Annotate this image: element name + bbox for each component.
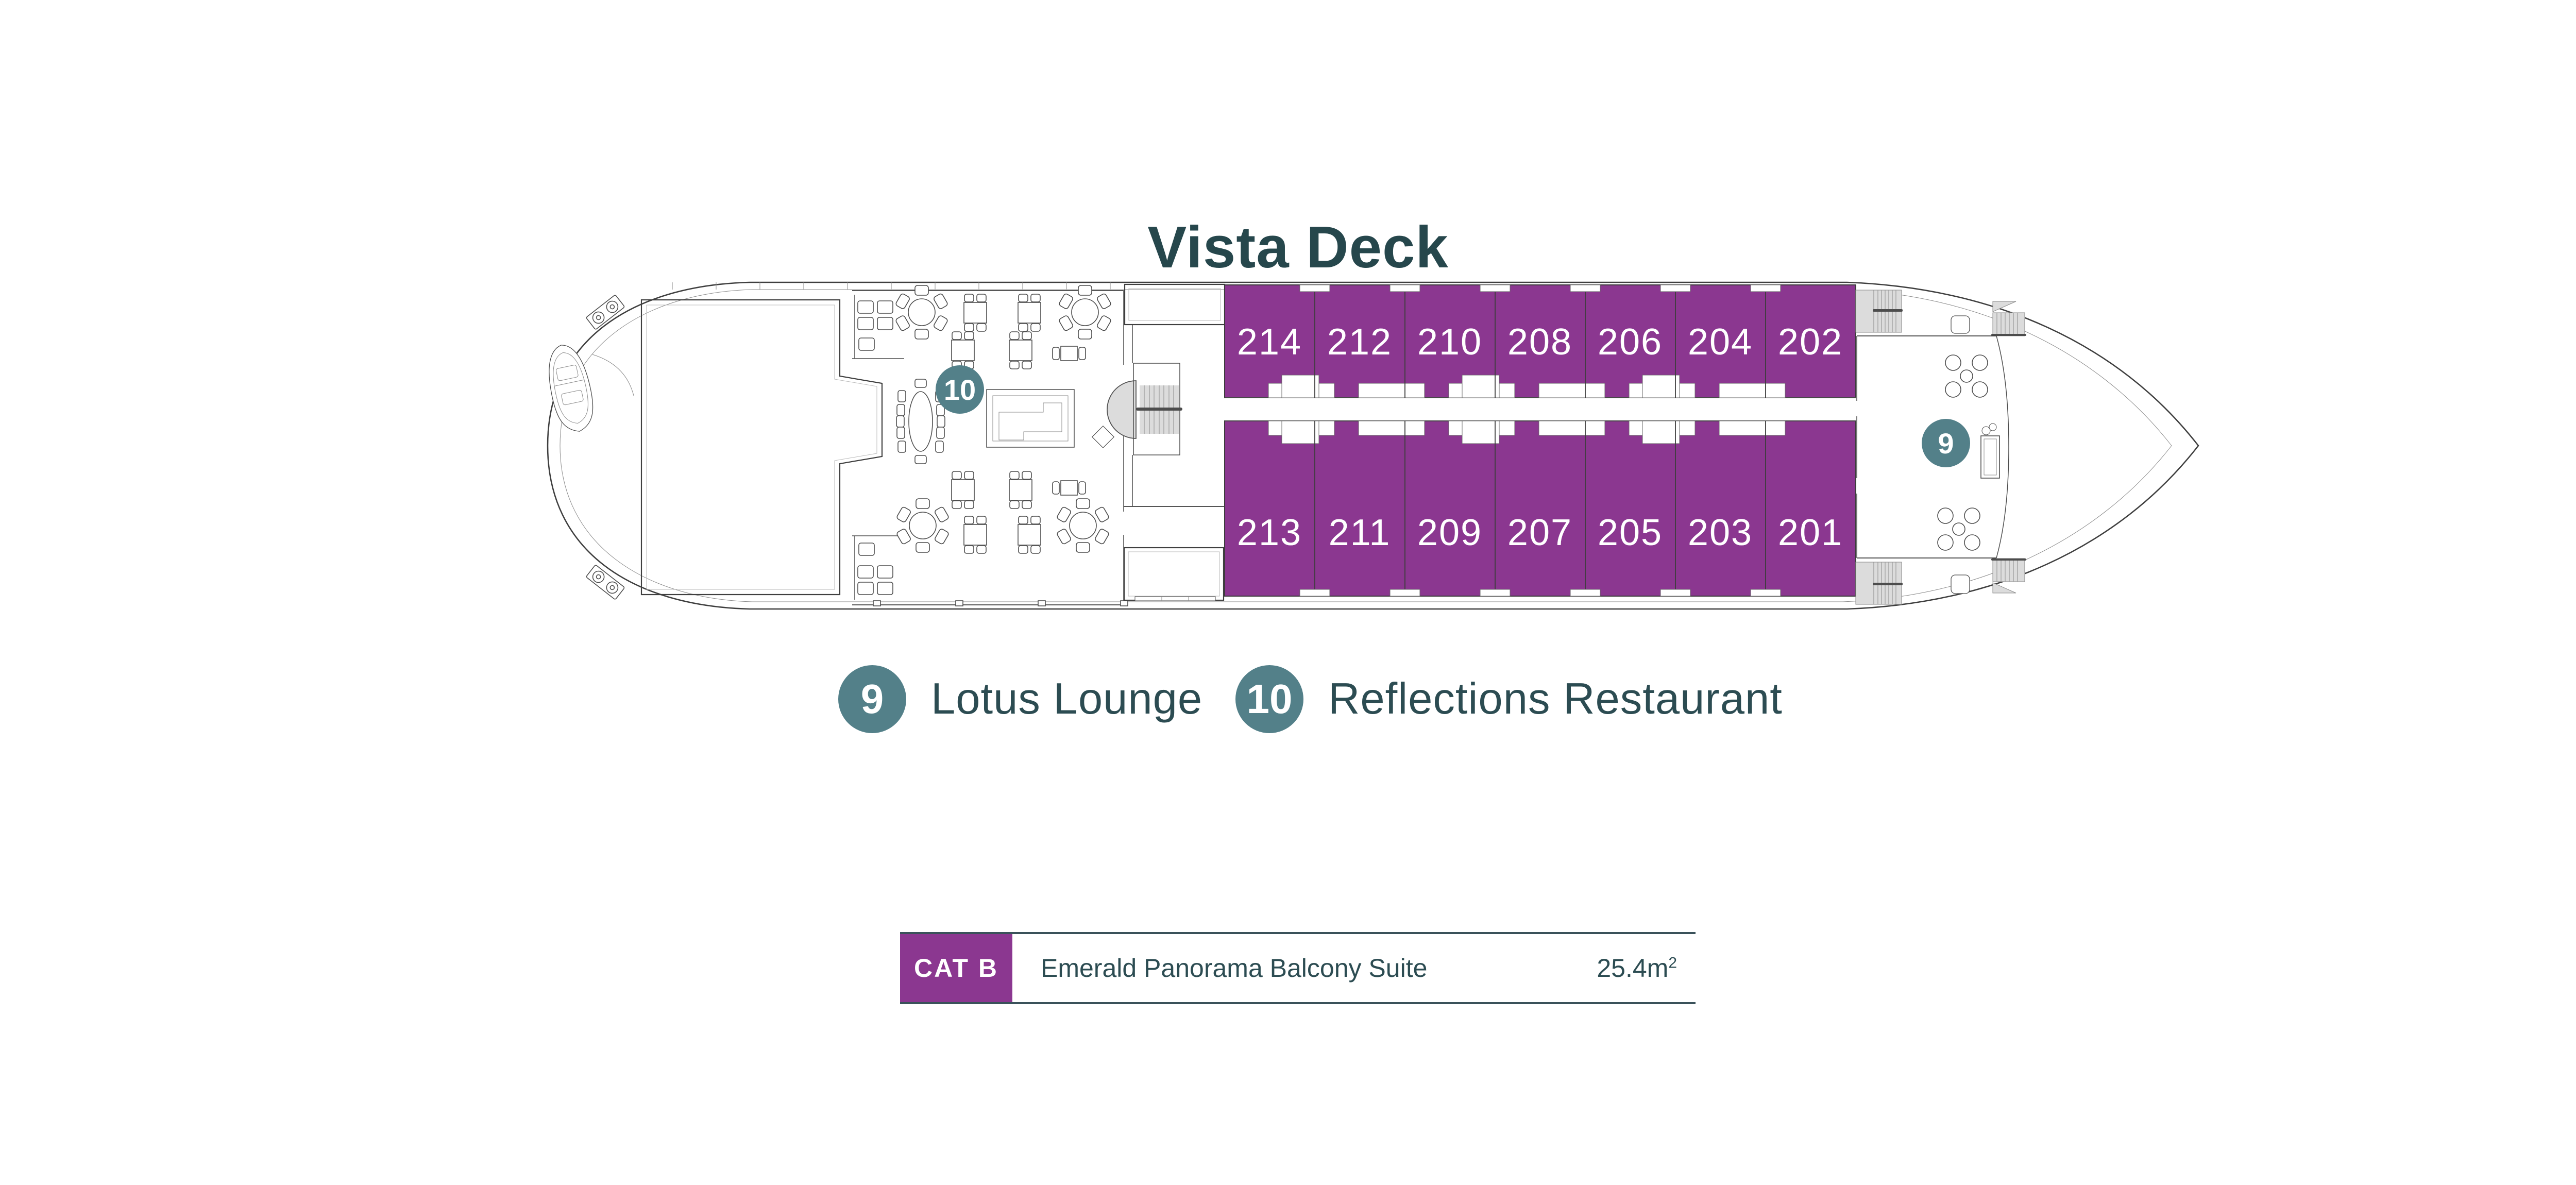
legend-item-restaurant: 10 Reflections Restaurant [1235,665,1783,733]
category-name-cell: Emerald Panorama Balcony Suite [1041,954,1428,983]
cabin-label: 203 [1688,512,1753,553]
cabin-label: 210 [1417,321,1482,363]
main-staircase [1107,363,1182,455]
cabin-label: 213 [1237,512,1302,553]
category-table: CAT B Emerald Panorama Balcony Suite 25.… [900,932,1696,1004]
legend-marker-number: 10 [1246,676,1293,722]
cabin-label: 214 [1237,321,1302,363]
category-code-cell: CAT B [900,934,1012,1002]
cabin-label: 208 [1507,321,1572,363]
deck-plan: 214 212 210 208 206 204 202 213 211 209 … [547,281,2199,610]
bow-stairs [1855,290,2026,605]
legend-label: Lotus Lounge [931,674,1203,723]
cabin-label: 211 [1329,512,1391,553]
deck-locker [1951,315,1970,334]
category-area: 25.4m [1597,954,1669,983]
cabin-label: 205 [1598,512,1663,553]
cabin-label: 201 [1778,512,1843,553]
cabin-label: 209 [1417,512,1482,553]
lounge-bar [1980,423,2000,479]
lotus-lounge [1856,335,2009,558]
legend-marker-number: 9 [860,676,884,722]
cabin-row-bottom [1224,420,1856,597]
cabin-label: 207 [1507,512,1572,553]
legend-item-lounge: 9 Lotus Lounge [838,665,1202,733]
deck-posts [873,600,1128,606]
banquette-seating [852,295,904,600]
cabin-label: 206 [1598,321,1663,363]
category-size-cell: 25.4m2 [1597,953,1677,983]
deck-stanchions [672,282,1111,290]
category-code: CAT B [913,954,999,983]
deck-locker [1951,574,1970,594]
lounge-marker-number: 9 [1938,427,1954,460]
cabin-row-top [1224,284,1856,398]
lounge-marker: 9 [1922,419,1970,467]
restaurant-marker-number: 10 [944,374,976,406]
railing-bar [1134,596,1216,601]
stern-room-inner [646,304,877,590]
category-area-superscript: 2 [1668,954,1677,972]
buffet-station [986,389,1075,448]
cabin-label: 202 [1778,321,1843,363]
floor-diamond [1091,425,1115,449]
cabin-block: 214 212 210 208 206 204 202 213 211 209 … [1224,284,1856,597]
stern-room [640,299,883,596]
balcony-dividers [1299,284,1781,597]
cabin-entry-notches [1268,375,1786,444]
legend-label: Reflections Restaurant [1328,674,1783,723]
tender-boat [549,345,594,432]
legend-marker-9: 9 [838,665,906,733]
restaurant-marker: 10 [936,365,984,414]
cabin-walls [1314,285,1766,596]
cabin-label: 212 [1327,321,1392,363]
davit-arm [592,354,634,396]
page-title: Vista Deck [1147,215,1449,281]
legend-marker-10: 10 [1235,665,1303,733]
cabin-label: 204 [1688,321,1753,363]
